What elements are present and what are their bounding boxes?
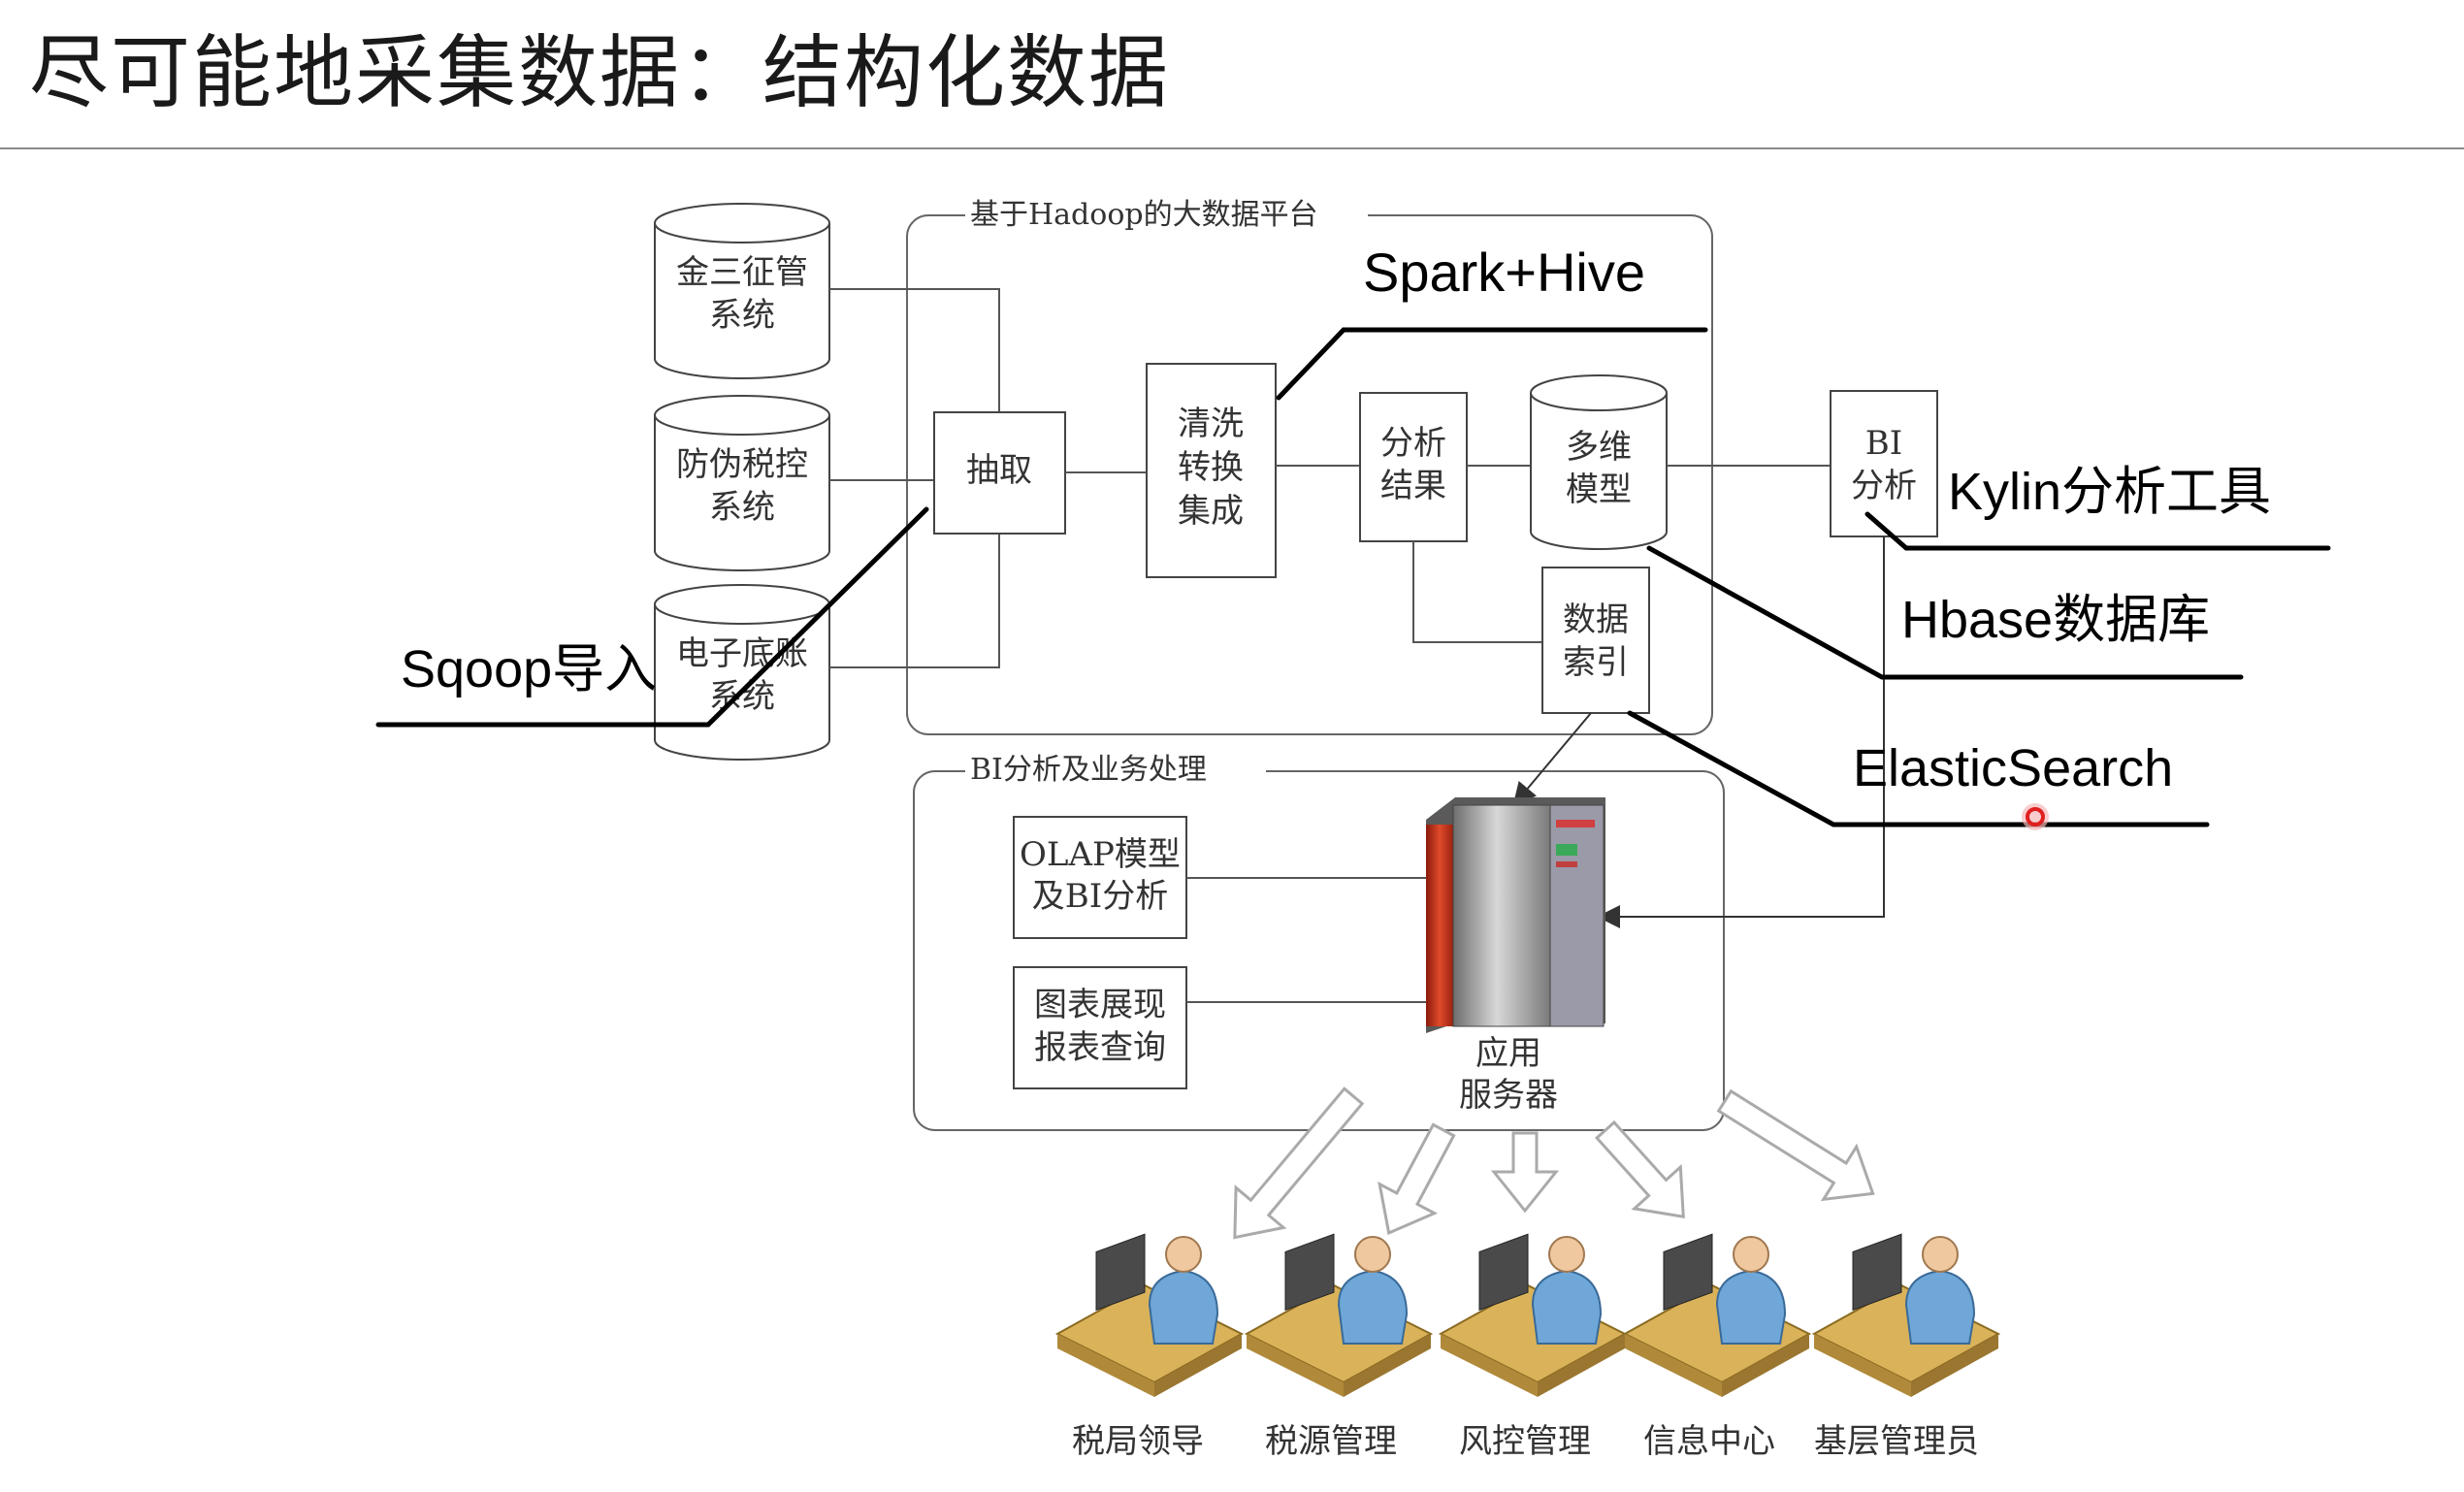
user-label-info-center: 信息中心 [1643,1422,1775,1461]
svg-text:结果: 结果 [1380,467,1446,505]
source-db-jinsan: 金三征管 系统 [654,203,830,379]
analysis-result-box: 分析 结果 [1359,392,1468,542]
hadoop-platform-label: 基于Hadoop的大数据平台 [970,198,1318,232]
user-icon-risk [1440,1233,1626,1398]
user-label-leader: 税局领导 [1072,1422,1204,1461]
bi-analysis-box: BI 分析 [1830,390,1938,537]
svg-text:系统: 系统 [709,488,775,527]
annotation-elasticsearch: ElasticSearch [1853,739,2173,797]
extract-box: 抽取 [933,411,1066,535]
index-to-server-arrow [1512,712,1592,807]
annotation-hbase: Hbase数据库 [1901,591,2210,649]
svg-text:数据: 数据 [1563,600,1629,639]
svg-text:图表展现: 图表展现 [1034,986,1166,1024]
svg-text:清洗: 清洗 [1178,405,1244,443]
source-db-dianzi: 电子底账 系统 [654,584,830,761]
svg-text:BI: BI [1865,424,1902,463]
svg-text:多维: 多维 [1566,428,1632,467]
bi-group-label: BI分析及业务处理 [970,753,1207,787]
user-label-source-mgmt: 税源管理 [1265,1422,1397,1461]
user-icon-source-mgmt [1246,1233,1432,1398]
svg-text:分析: 分析 [1851,467,1917,505]
olap-bi-box: OLAP模型 及BI分析 [1013,816,1187,939]
svg-text:系统: 系统 [709,296,775,335]
annotation-strokes [375,327,2331,827]
user-icon-info-center [1624,1233,1810,1398]
svg-text:转换: 转换 [1178,448,1244,487]
data-index-box: 数据 索引 [1541,567,1650,714]
svg-text:模型: 模型 [1566,470,1632,509]
app-server-icon [1426,797,1605,1033]
user-icon-leader [1056,1233,1243,1398]
svg-text:金三征管: 金三征管 [676,253,808,292]
svg-text:集成: 集成 [1178,492,1244,531]
pointer-dot-icon [2022,803,2049,830]
bi-to-server-arrow [1597,536,1885,928]
user-icon-base-admin [1813,1233,1999,1398]
user-label-risk: 风控管理 [1459,1422,1591,1461]
app-server-label-2: 服务器 [1459,1076,1558,1115]
svg-text:系统: 系统 [709,677,775,716]
title-divider [0,147,2464,149]
svg-text:索引: 索引 [1563,643,1629,682]
svg-text:抽取: 抽取 [966,451,1032,490]
annotation-sqoop: Sqoop导入 [401,640,657,698]
svg-text:OLAP模型: OLAP模型 [1020,835,1181,874]
result-to-index-line [1412,541,1542,643]
svg-text:电子底账: 电子底账 [676,634,808,673]
svg-text:报表查询: 报表查询 [1034,1028,1166,1067]
olap-model-cylinder: 多维 模型 [1530,374,1668,550]
source-db-fangwei: 防伪税控 系统 [654,395,830,571]
app-server-label-1: 应用 [1475,1034,1541,1073]
svg-text:分析: 分析 [1380,424,1446,463]
clean-transform-box: 清洗 转换 集成 [1146,363,1277,578]
svg-text:及BI分析: 及BI分析 [1032,877,1168,916]
annotation-spark-hive: Spark+Hive [1363,242,1645,303]
slide-title: 尽可能地采集数据：结构化数据 [29,27,1171,119]
user-label-base-admin: 基层管理员 [1814,1422,1979,1461]
fanout-arrows [1233,1087,1875,1240]
chart-report-box: 图表展现 报表查询 [1013,966,1187,1089]
svg-text:防伪税控: 防伪税控 [676,445,808,484]
annotation-kylin: Kylin分析工具 [1948,463,2271,521]
